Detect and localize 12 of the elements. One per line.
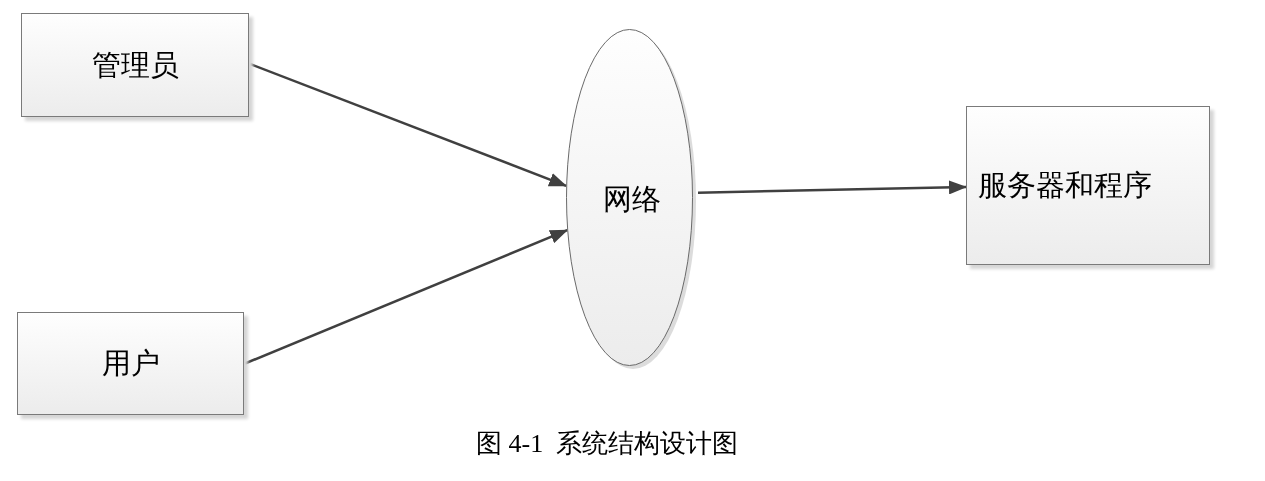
arrow — [249, 62, 568, 188]
process-box — [21, 13, 249, 117]
node-label: 服务器和程序 — [978, 168, 1152, 203]
network-ellipse — [566, 29, 697, 370]
arrow — [697, 180, 967, 195]
node-label: 网络 — [602, 182, 661, 217]
node-label: 用户 — [101, 346, 160, 381]
node-label: 管理员 — [91, 47, 179, 83]
process-box — [966, 106, 1210, 265]
process-box — [17, 312, 244, 415]
figure-caption: 图 4-1 系统结构设计图 — [476, 428, 739, 460]
arrow — [244, 229, 569, 365]
